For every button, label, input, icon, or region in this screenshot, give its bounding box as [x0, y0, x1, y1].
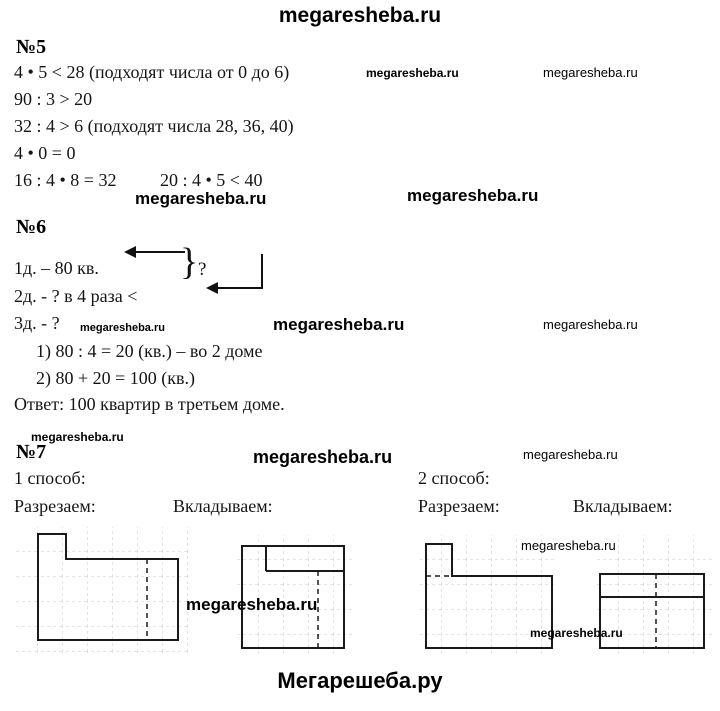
figure-cut-method1 [13, 527, 189, 655]
task5-line-5a: 16 : 4 • 8 = 32 [14, 170, 117, 190]
task7-method-2-label: 2 способ: [418, 468, 490, 488]
task7-heading: №7 [16, 441, 47, 463]
task7-cut-label-1: Разрезаем: [14, 496, 96, 516]
task5-line-4: 4 • 0 = 0 [14, 143, 76, 163]
task6-house-1: 1д. – 80 кв. [14, 258, 99, 278]
watermark: megaresheba.ru [186, 595, 318, 614]
task6-house-3: 3д. - ? [14, 313, 60, 333]
watermark: megaresheba.ru [273, 315, 405, 334]
watermark: megaresheba.ru [135, 189, 267, 208]
task5-line-3: 32 : 4 > 6 (подходят числа 28, 36, 40) [14, 116, 294, 136]
task5-line-5b: 20 : 4 • 5 < 40 [160, 170, 263, 190]
task7-cut-label-2: Разрезаем: [418, 496, 500, 516]
figure-paste-method2 [594, 535, 712, 655]
task5-heading: №5 [16, 36, 47, 58]
watermark: megaresheba.ru [523, 447, 618, 462]
brace-graphic: } [180, 241, 199, 283]
watermark: megaresheba.ru [543, 65, 638, 80]
task6-heading: №6 [16, 216, 47, 238]
watermark: megaresheba.ru [521, 538, 616, 553]
task6-step-2: 2) 80 + 20 = 100 (кв.) [36, 368, 196, 388]
figure-paste-method1 [234, 535, 354, 655]
task6-step-1: 1) 80 : 4 = 20 (кв.) – во 2 доме [36, 341, 263, 361]
arrows-graphic [124, 246, 263, 294]
task5-line-2: 90 : 3 > 20 [14, 89, 93, 109]
watermark: megaresheba.ru [530, 626, 623, 640]
watermark: megaresheba.ru [31, 430, 124, 444]
question-mark: ? [198, 259, 207, 280]
task7-method-1-label: 1 способ: [14, 468, 86, 488]
task6-house-2: 2д. - ? в 4 раза < [14, 286, 138, 306]
watermark: megaresheba.ru [543, 317, 638, 332]
figure-cut-method2 [417, 535, 557, 657]
watermark: megaresheba.ru [80, 322, 165, 334]
task7-paste-label-2: Вкладываем: [573, 496, 673, 516]
watermark: megaresheba.ru [253, 447, 393, 467]
watermark: megaresheba.ru [366, 66, 459, 80]
watermark: megaresheba.ru [407, 186, 539, 205]
footer-title: Мегарешеба.ру [277, 668, 443, 693]
task7-paste-label-1: Вкладываем: [173, 496, 273, 516]
task5-line-1: 4 • 5 < 28 (подходят числа от 0 до 6) [14, 62, 290, 82]
page-title: megaresheba.ru [278, 4, 442, 27]
task6-answer: Ответ: 100 квартир в третьем доме. [14, 394, 285, 414]
